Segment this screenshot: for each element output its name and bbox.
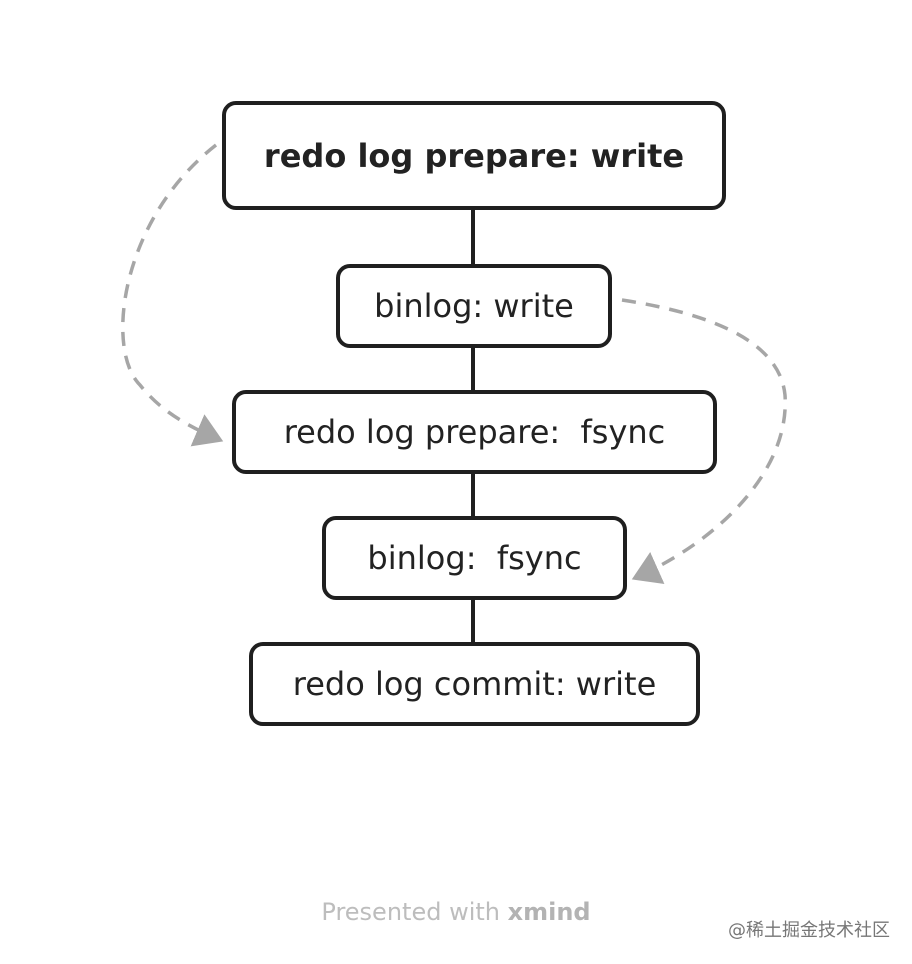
node-binlog-write: binlog: write xyxy=(336,264,612,348)
dashed-arrow-n1-n3 xyxy=(121,143,224,447)
node-label: redo log commit: write xyxy=(292,665,657,703)
node-redo-log-prepare-write: redo log prepare: write xyxy=(222,101,726,210)
node-redo-log-prepare-fsync: redo log prepare: fsync xyxy=(232,390,717,474)
node-label: binlog: fsync xyxy=(367,539,582,577)
node-binlog-fsync: binlog: fsync xyxy=(322,516,627,600)
footer-prefix: Presented with xyxy=(321,898,508,926)
node-redo-log-commit-write: redo log commit: write xyxy=(249,642,700,726)
footer-brand: xmind xyxy=(507,898,591,926)
dashed-arrow-n2-n4 xyxy=(621,298,787,584)
footer: Presented with xmind xyxy=(0,898,912,926)
node-label: redo log prepare: write xyxy=(263,136,685,175)
node-label: redo log prepare: fsync xyxy=(283,413,666,451)
watermark: @稀土掘金技术社区 xyxy=(728,920,890,941)
node-label: binlog: write xyxy=(374,287,574,325)
